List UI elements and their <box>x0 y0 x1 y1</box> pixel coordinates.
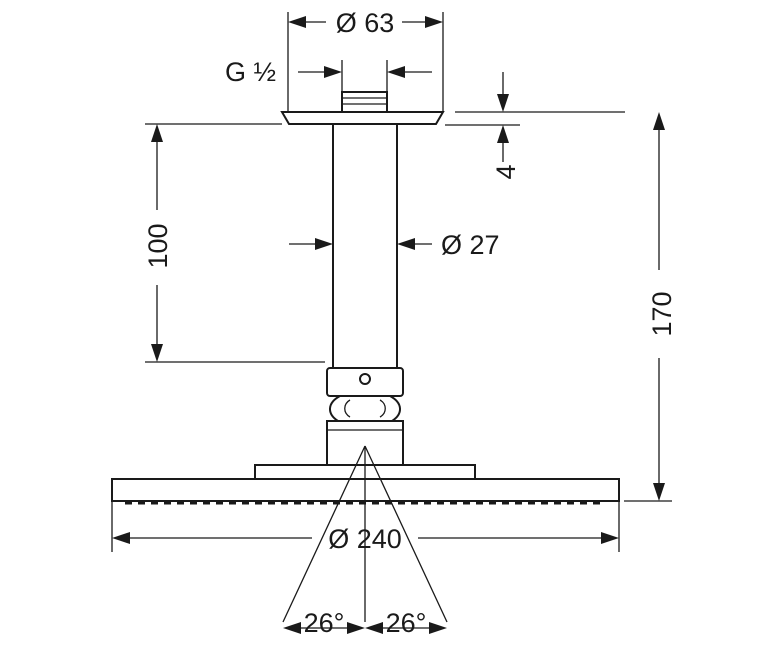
spray-angle-right-label: 26° <box>386 608 427 638</box>
dimension-head-diameter: Ø 240 <box>111 501 620 554</box>
dimension-mount-diameter: Ø 63 <box>287 8 444 112</box>
spray-angle-left-label: 26° <box>304 608 345 638</box>
dimension-thread: G ½ <box>225 57 432 92</box>
spray-cone <box>282 445 448 623</box>
dimension-arm-diameter: Ø 27 <box>289 230 500 260</box>
total-height-label: 170 <box>647 291 677 336</box>
dimension-flange-thickness: 4 <box>445 72 625 180</box>
dimension-arm-length: 100 <box>143 123 325 363</box>
flange-thickness-label: 4 <box>491 164 521 179</box>
dimension-total-height: 170 <box>624 112 677 502</box>
shower-part <box>111 91 620 505</box>
joint-collar <box>326 367 404 397</box>
arm-diameter-label: Ø 27 <box>441 230 500 260</box>
arm-tube <box>332 123 398 369</box>
wall-flange <box>280 111 445 125</box>
thread-nipple <box>341 91 388 113</box>
ball-joint <box>329 395 401 422</box>
dimension-spray-angles: 26° 26° <box>283 608 447 638</box>
arm-length-label: 100 <box>143 223 173 268</box>
mount-diameter-label: Ø 63 <box>336 8 395 38</box>
head-diameter-label: Ø 240 <box>328 524 402 554</box>
thread-label: G ½ <box>225 57 276 87</box>
